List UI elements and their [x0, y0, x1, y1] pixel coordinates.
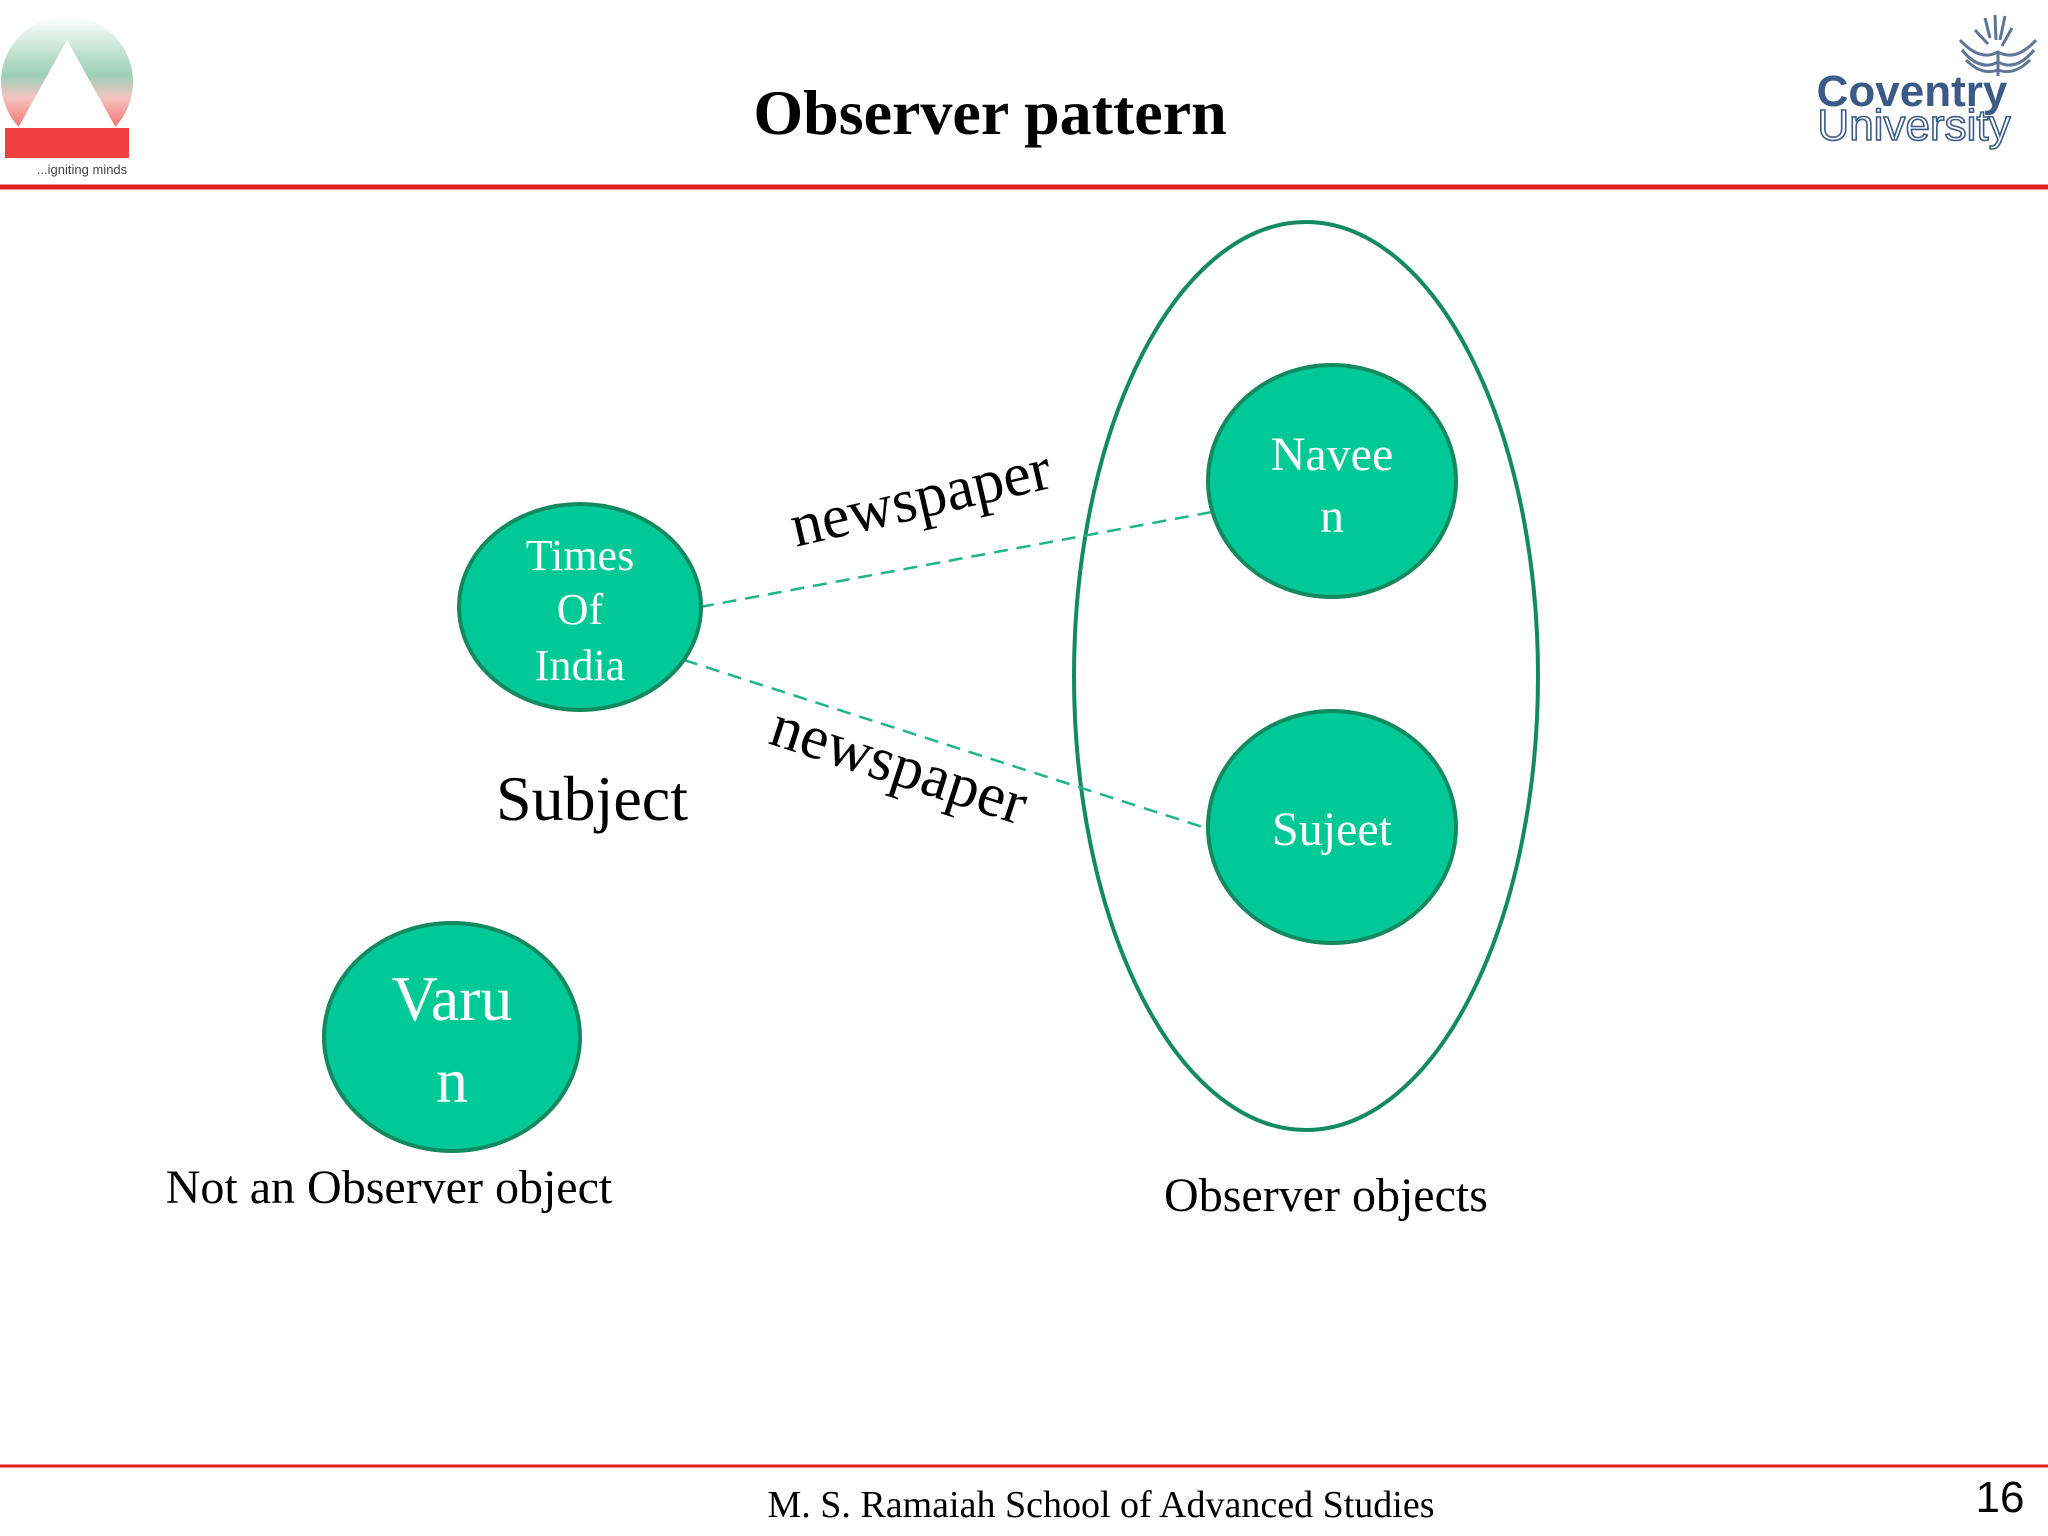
observer-naveen-line2: n: [1320, 490, 1344, 543]
link-subject-to-sujeet: [683, 658, 1213, 832]
observer-node-sujeet: Sujeet: [1206, 709, 1458, 945]
coventry-line1: Coventry: [1817, 67, 2008, 116]
varun-line2: n: [436, 1045, 468, 1116]
logo-tagline: ...igniting minds: [37, 162, 128, 177]
slide-title: Observer pattern: [753, 77, 1226, 148]
subject-caption: Subject: [496, 763, 688, 834]
ramaiah-logo: ...igniting minds: [1, 16, 133, 177]
observer-naveen-line1: Navee: [1271, 428, 1394, 481]
subject-line1: Times: [526, 531, 634, 580]
observer-sujeet-line1: Sujeet: [1272, 803, 1393, 856]
subject-line2: Of: [557, 585, 604, 634]
subject-line3: India: [535, 641, 625, 690]
subject-node: Times Of India: [457, 502, 703, 712]
observer-node-naveen: Navee n: [1206, 363, 1458, 599]
link-subject-to-naveen: [699, 510, 1213, 609]
page-number: 16: [1976, 1473, 2025, 1522]
coventry-crest-icon: [1958, 14, 2038, 76]
footer-text: M. S. Ramaiah School of Advanced Studies: [767, 1484, 1434, 1526]
coventry-line2: University: [1817, 101, 2010, 150]
observer-group-ellipse: [1072, 220, 1540, 1132]
varun-line1: Varu: [392, 963, 513, 1034]
non-observer-node-varun: Varu n: [322, 921, 582, 1153]
non-observer-caption: Not an Observer object: [166, 1161, 613, 1214]
edge-label-newspaper-lower: newspaper: [763, 692, 1036, 839]
observer-group-caption: Observer objects: [1164, 1169, 1488, 1222]
coventry-logo: Coventry University: [1817, 14, 2038, 151]
edge-label-newspaper-upper: newspaper: [784, 434, 1058, 560]
